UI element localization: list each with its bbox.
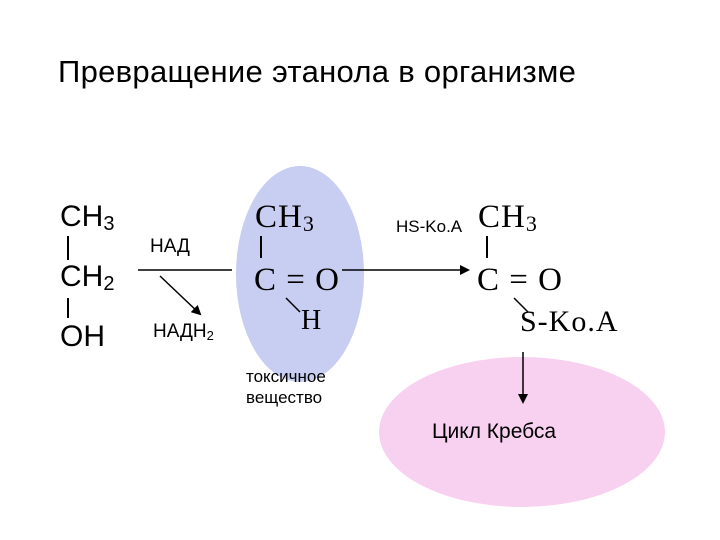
acetyl-coa-s-coa: S-Ko.A [520, 305, 619, 338]
acetyl-coa-s-bond [513, 297, 529, 313]
nad-label: НАД [150, 236, 190, 257]
acetaldehyde-h: H [301, 305, 323, 336]
page-title: Превращение этанола в организме [58, 54, 577, 89]
toxic-note-line-2: вещество [246, 388, 323, 407]
acetaldehyde-carbonyl: C = O [254, 262, 340, 298]
hs-coa-reagent: HS-Ko.A [396, 217, 463, 236]
nadh-arrow [159, 275, 202, 316]
krebs-cycle-ellipse [379, 357, 665, 507]
acetyl-coa-ch3: CH3 [478, 199, 538, 236]
acetaldehyde-h-bond [285, 297, 301, 313]
krebs-cycle-label: Цикл Кребса [432, 420, 557, 443]
acetaldehyde-highlight [236, 166, 364, 382]
acetyl-coa-carbonyl: C = O [477, 262, 563, 298]
ethanol-oh: OH [60, 320, 105, 353]
nadh-label: НАДН2 [153, 321, 214, 343]
ethanol-ch3: CH3 [60, 200, 115, 235]
ethanol-ch2: CH2 [60, 260, 115, 295]
toxic-note-line-1: токсичное [246, 367, 326, 386]
acetaldehyde-ch3: CH3 [255, 199, 315, 236]
